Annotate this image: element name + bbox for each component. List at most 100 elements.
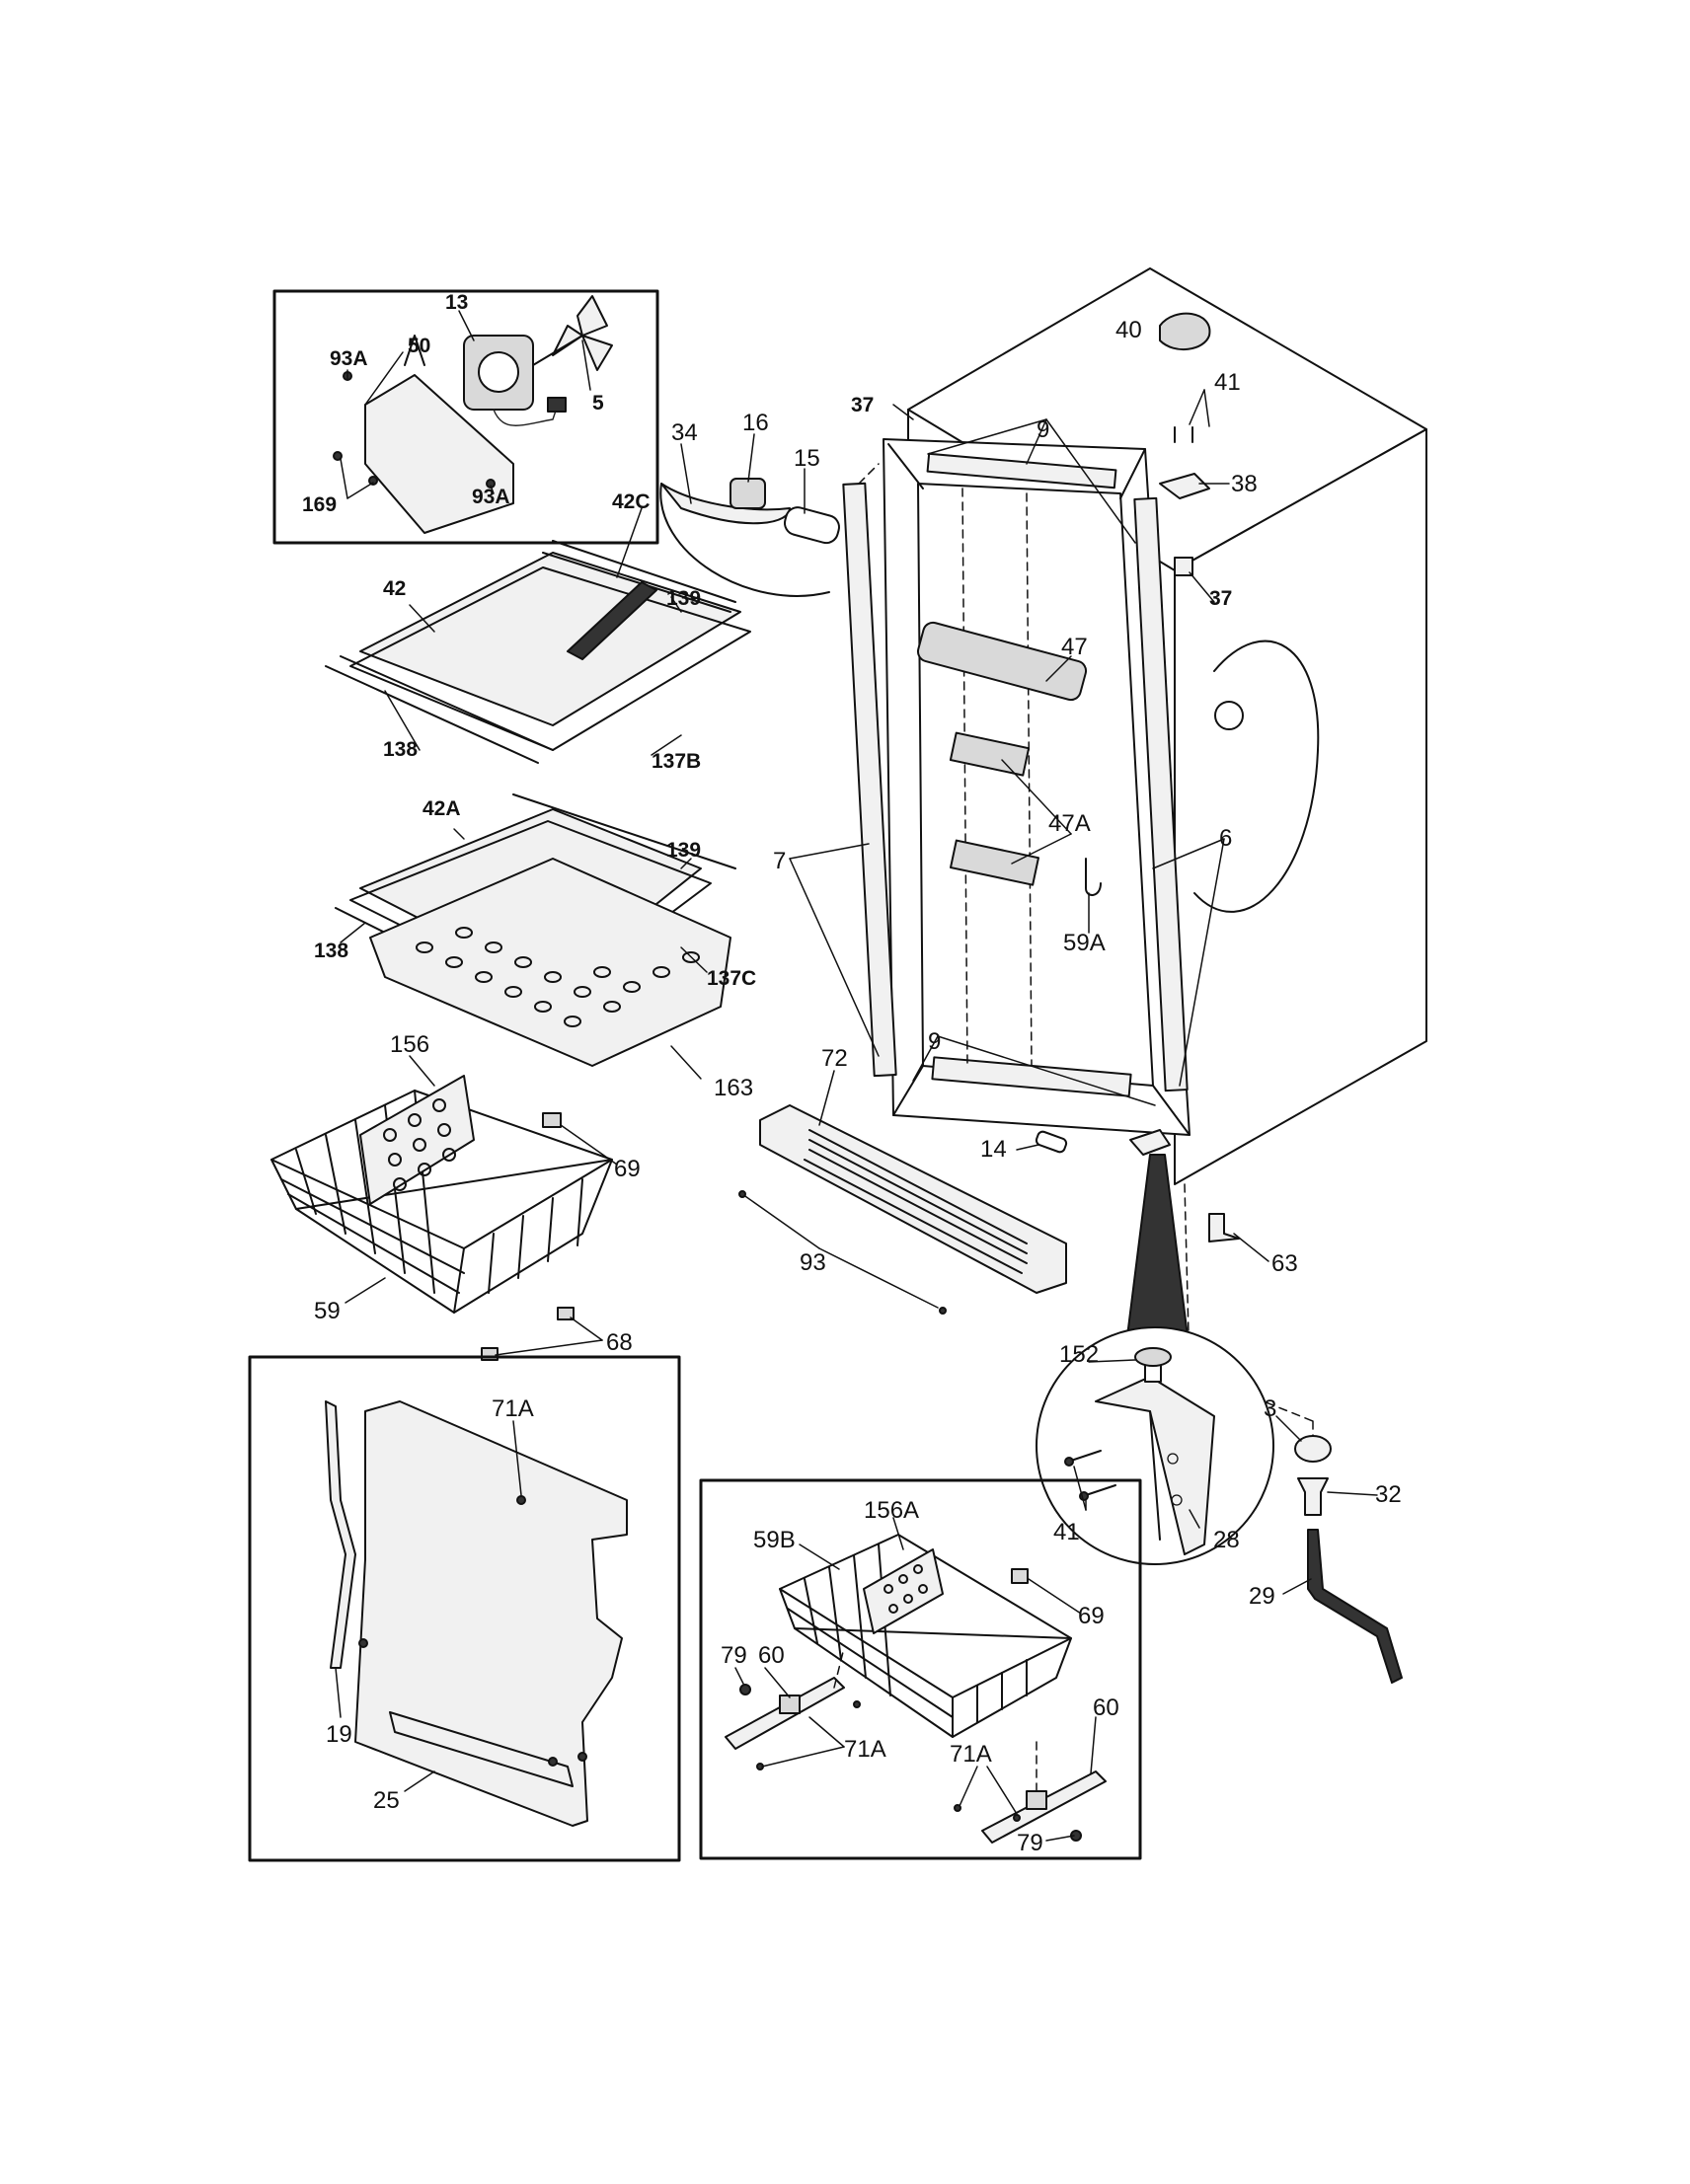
drain-tube-29-drawing xyxy=(1307,1529,1403,1684)
drain-handle-assembly xyxy=(1275,1415,1403,1684)
inset-frame-small-basket xyxy=(699,1478,1142,1860)
label-37-side: 37 xyxy=(1209,587,1232,610)
label-3: 3 xyxy=(1264,1395,1276,1422)
label-47a: 47A xyxy=(1048,810,1091,837)
left-gasket-drawing xyxy=(842,482,897,1078)
bottom-hinge-drawing xyxy=(1129,1129,1171,1156)
label-93: 93 xyxy=(800,1249,826,1276)
label-79-right: 79 xyxy=(1017,1830,1043,1856)
label-156: 156 xyxy=(390,1031,429,1058)
toe-plate-brace-19-drawing xyxy=(325,1400,356,1669)
label-19: 19 xyxy=(326,1721,352,1748)
clip-69-drawing xyxy=(542,1112,562,1128)
slide-60-left-block xyxy=(779,1694,801,1714)
top-hinge-38-drawing xyxy=(1159,473,1210,499)
inset-small-basket xyxy=(699,1478,1142,1860)
label-59a: 59A xyxy=(1063,930,1106,956)
label-16: 16 xyxy=(742,410,769,436)
clip-69-small-drawing xyxy=(1011,1568,1029,1584)
lower-shelf-assembly xyxy=(335,793,736,1080)
air-diffuser-47-drawing xyxy=(916,621,1088,702)
plug-3-drawing xyxy=(1294,1435,1332,1463)
light-bulb-drawing xyxy=(783,506,840,545)
glass-shelf-42-drawing xyxy=(359,552,741,726)
label-163: 163 xyxy=(714,1075,753,1101)
label-69-small-basket: 69 xyxy=(1078,1603,1105,1629)
light-socket-drawing xyxy=(730,478,766,509)
label-60-left: 60 xyxy=(758,1642,785,1669)
label-28: 28 xyxy=(1213,1527,1240,1553)
label-32: 32 xyxy=(1375,1481,1402,1508)
label-7: 7 xyxy=(773,848,786,874)
label-139-top: 139 xyxy=(666,587,701,610)
compressor-cover-drawing xyxy=(1193,640,1320,913)
inset-toe-plate xyxy=(248,1355,681,1862)
wire-shelf-holes xyxy=(416,927,700,1027)
label-42c: 42C xyxy=(612,490,651,513)
upper-shelf-assembly xyxy=(325,507,751,764)
leveling-leg-63-drawing xyxy=(1208,1213,1240,1243)
slide-60-right-block xyxy=(1026,1790,1047,1810)
small-basket-divider-156a-drawing xyxy=(863,1548,944,1634)
hinge-detail-circle xyxy=(1036,1326,1274,1565)
hinge-detail xyxy=(1036,1326,1274,1565)
inset-fan-motor xyxy=(272,289,659,545)
freezer-cabinet xyxy=(789,267,1427,1462)
label-137b: 137B xyxy=(652,750,701,773)
fan-blade-drawing xyxy=(552,295,613,371)
label-138-top: 138 xyxy=(383,738,418,761)
wire-shelf-163-drawing xyxy=(369,858,731,1067)
label-40: 40 xyxy=(1115,317,1142,343)
light-shield-drawing xyxy=(660,483,791,525)
detail-callout-cone xyxy=(1124,1154,1191,1353)
vent-47a-lower-drawing xyxy=(950,839,1039,886)
wire-connector-drawing xyxy=(547,397,567,413)
label-69-basket: 69 xyxy=(614,1156,641,1182)
label-156a: 156A xyxy=(864,1497,919,1524)
label-50: 50 xyxy=(408,335,430,357)
label-41-hinge: 41 xyxy=(1053,1519,1080,1545)
label-38: 38 xyxy=(1231,471,1258,497)
basket-assembly xyxy=(270,1055,618,1361)
label-79-left: 79 xyxy=(721,1642,747,1669)
clip-68a-drawing xyxy=(557,1307,575,1320)
label-9-top: 9 xyxy=(1037,416,1049,443)
plug-32-drawing xyxy=(1297,1477,1329,1516)
stop-37-drawing xyxy=(1174,557,1193,576)
label-42a: 42A xyxy=(422,797,461,820)
label-25: 25 xyxy=(373,1787,400,1814)
label-59: 59 xyxy=(314,1298,341,1324)
label-47: 47 xyxy=(1061,634,1088,660)
light-assembly xyxy=(659,433,880,597)
label-169: 169 xyxy=(302,493,337,516)
hook-59a-drawing xyxy=(1085,858,1102,896)
label-72: 72 xyxy=(821,1045,848,1072)
label-9-bottom: 9 xyxy=(928,1028,941,1055)
label-93a-bottom: 93A xyxy=(472,486,510,508)
right-gasket-drawing xyxy=(1133,496,1189,1092)
label-63: 63 xyxy=(1271,1250,1298,1277)
top-gasket-drawing xyxy=(926,452,1117,490)
label-138-bottom: 138 xyxy=(314,940,348,962)
hinge-cover-40-drawing xyxy=(1159,312,1211,351)
label-29: 29 xyxy=(1249,1583,1275,1610)
label-15: 15 xyxy=(794,445,820,472)
label-93a-top: 93A xyxy=(330,347,368,370)
inset-frame-toe-plate xyxy=(248,1355,681,1862)
label-42: 42 xyxy=(383,577,406,600)
label-59b: 59B xyxy=(753,1527,796,1553)
label-14: 14 xyxy=(980,1136,1007,1163)
kick-grille-72-drawing xyxy=(759,1104,1067,1294)
label-13: 13 xyxy=(445,291,468,314)
label-6: 6 xyxy=(1219,825,1232,852)
label-5: 5 xyxy=(592,392,604,414)
vent-47a-upper-drawing xyxy=(949,731,1031,777)
inset-frame-fan xyxy=(272,289,659,545)
label-34: 34 xyxy=(671,419,698,446)
label-37-top: 37 xyxy=(851,394,874,416)
label-71a-right: 71A xyxy=(950,1741,992,1768)
label-137c: 137C xyxy=(707,967,756,990)
hinge-bushing-152-drawing xyxy=(1134,1347,1172,1367)
label-152: 152 xyxy=(1059,1341,1099,1368)
